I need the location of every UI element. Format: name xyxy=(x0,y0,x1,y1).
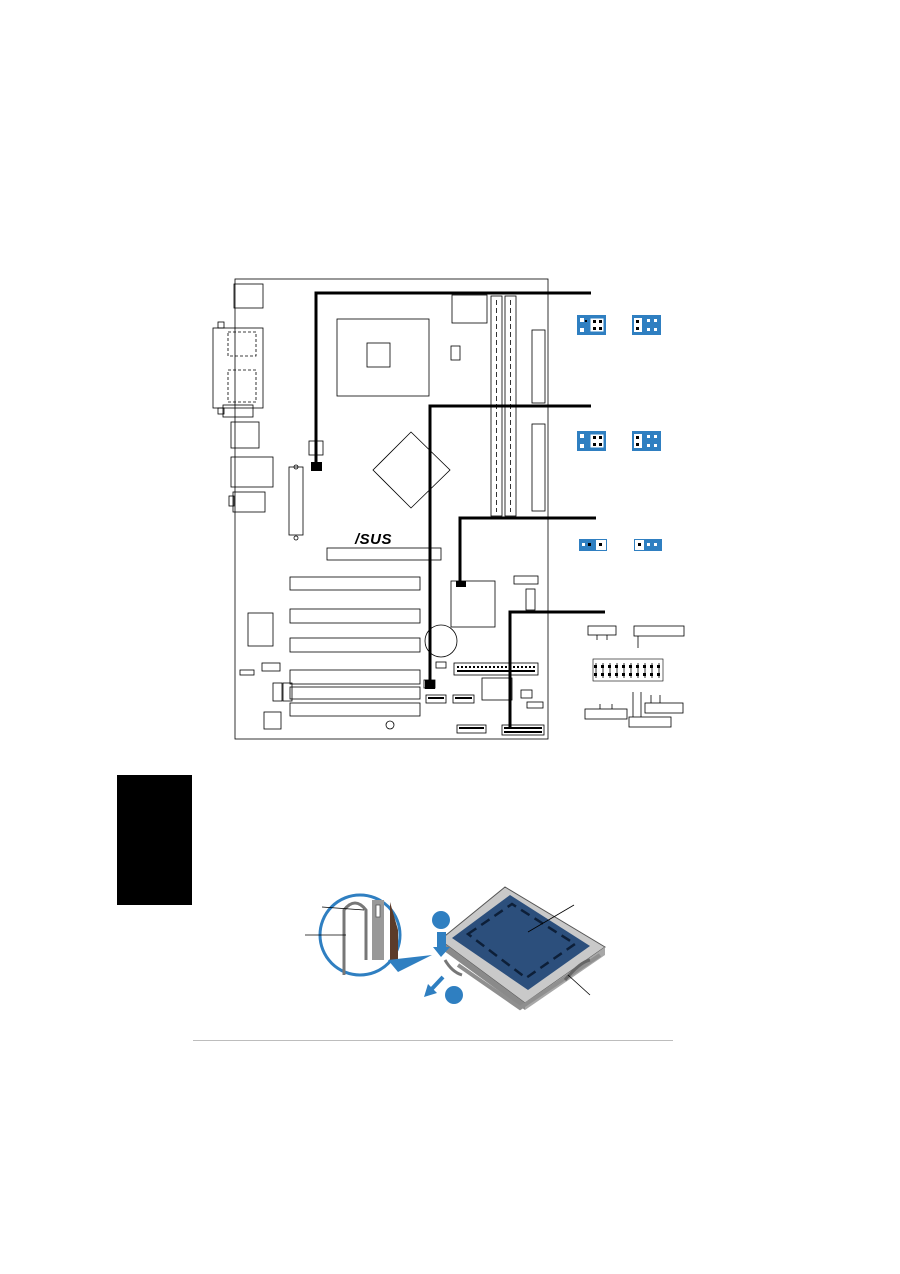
leader-4 xyxy=(508,610,605,727)
ide-connector-2 xyxy=(531,423,546,512)
callout-leaders xyxy=(314,291,605,727)
sata-connector-2 xyxy=(525,588,536,611)
pci-slot-5 xyxy=(289,686,421,700)
leader-1 xyxy=(314,291,591,466)
front-panel-pinout xyxy=(584,625,685,728)
leader-2 xyxy=(428,404,591,685)
cpu-socket-illustration xyxy=(305,886,606,1011)
ps2-port xyxy=(233,283,264,309)
step-marker-b xyxy=(445,986,463,1004)
battery xyxy=(424,624,458,658)
asus-logo: /SUS xyxy=(354,531,392,548)
lan-port xyxy=(230,456,274,488)
jumper-4 xyxy=(632,431,661,451)
north-bridge xyxy=(372,431,451,509)
audio-codec xyxy=(247,612,274,647)
pci-slot-3 xyxy=(289,637,421,653)
pci-slot-2 xyxy=(289,608,421,624)
jumper-3 xyxy=(577,431,606,451)
audio-port xyxy=(232,491,266,513)
jumper-5 xyxy=(579,539,607,551)
south-bridge xyxy=(450,580,496,628)
pci-slot-6 xyxy=(289,702,421,717)
cpu-socket xyxy=(336,318,430,397)
pull-arrow-icon xyxy=(424,975,445,997)
press-arrow-icon xyxy=(437,932,446,948)
header-pins xyxy=(311,463,542,733)
floppy-connector xyxy=(288,466,304,536)
parallel-port xyxy=(212,327,264,409)
usb-header-row xyxy=(453,662,539,676)
pci-slot-4 xyxy=(289,669,421,685)
usb-port xyxy=(230,421,260,449)
jumper-1 xyxy=(577,315,606,335)
agp-slot xyxy=(326,547,442,561)
front-panel-header xyxy=(501,724,545,736)
board-outline xyxy=(234,278,549,740)
jumper-6 xyxy=(634,539,662,551)
lever-detail-icon xyxy=(305,893,432,977)
ide-connector-1 xyxy=(531,329,546,404)
serial-port xyxy=(222,404,254,418)
motherboard-layout xyxy=(212,278,549,740)
sata-connector-1 xyxy=(513,575,539,585)
footer-rule xyxy=(193,1040,673,1041)
jumper-settings xyxy=(577,315,662,551)
language-tab xyxy=(117,775,192,905)
jumper-2 xyxy=(632,315,661,335)
step-marker-a xyxy=(432,911,450,929)
leader-3 xyxy=(458,516,596,585)
pci-slot-1 xyxy=(289,576,421,591)
